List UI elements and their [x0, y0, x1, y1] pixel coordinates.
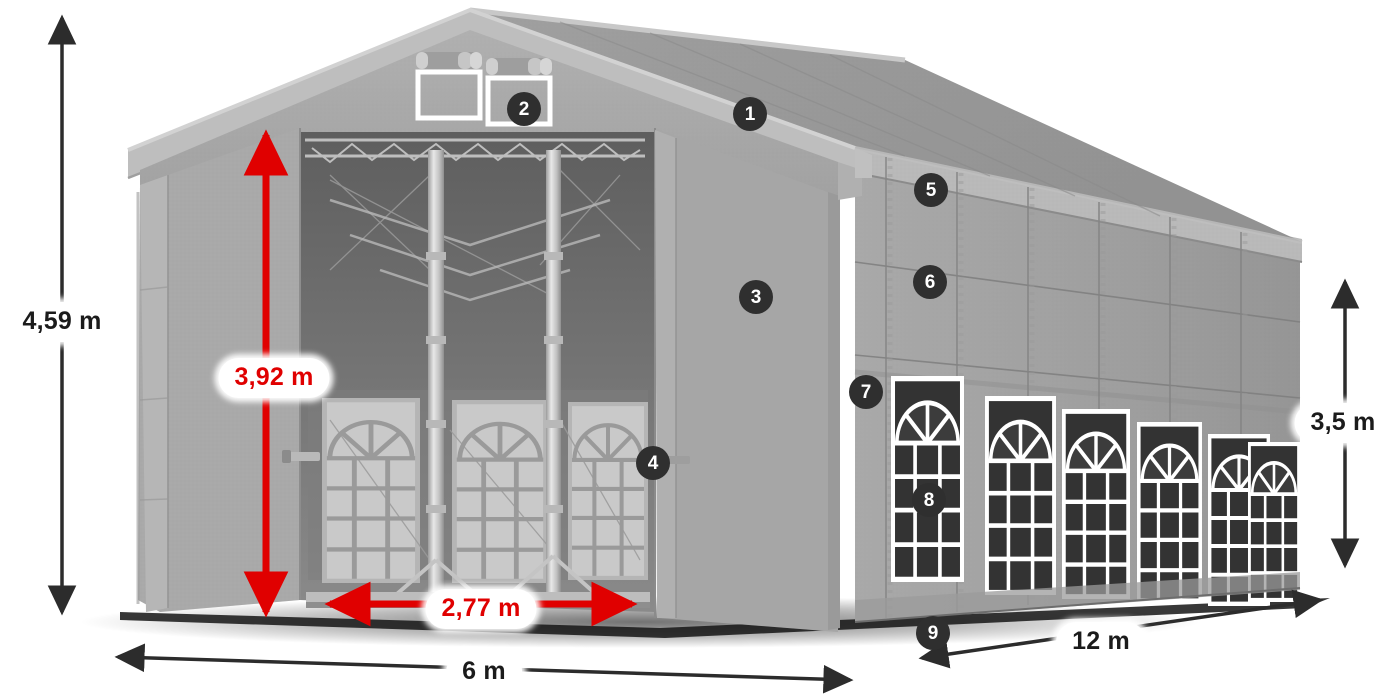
- side-wall: [851, 146, 1303, 623]
- roof-tarpaulin: [469, 7, 1303, 244]
- part-marker-6[interactable]: 6: [913, 265, 947, 299]
- part-marker-4[interactable]: 4: [636, 446, 670, 480]
- dimension-label-side-height: 3,5 m: [1294, 403, 1392, 443]
- dimension-label-ridge-height: 4,59 m: [6, 302, 118, 342]
- dimension-label-eave-height: 3,92 m: [218, 358, 330, 398]
- dimension-label-side-length: 12 m: [1056, 622, 1146, 662]
- front-fascia: [838, 148, 872, 200]
- part-marker-3[interactable]: 3: [739, 280, 773, 314]
- rolled-cover-left: [416, 52, 482, 69]
- part-marker-8[interactable]: 8: [912, 483, 946, 517]
- front-windows: [322, 398, 648, 583]
- part-marker-1[interactable]: 1: [733, 97, 767, 131]
- dimension-label-door-width: 2,77 m: [425, 589, 537, 629]
- tent-interior: [300, 132, 655, 612]
- part-marker-9[interactable]: 9: [916, 616, 950, 650]
- part-marker-7[interactable]: 7: [849, 375, 883, 409]
- part-marker-5[interactable]: 5: [914, 173, 948, 207]
- dimension-label-gable-width: 6 m: [446, 652, 522, 692]
- interior-columns: [388, 150, 600, 602]
- rolled-cover-right: [486, 58, 552, 75]
- front-panel-right: [650, 128, 840, 632]
- part-marker-2[interactable]: 2: [507, 92, 541, 126]
